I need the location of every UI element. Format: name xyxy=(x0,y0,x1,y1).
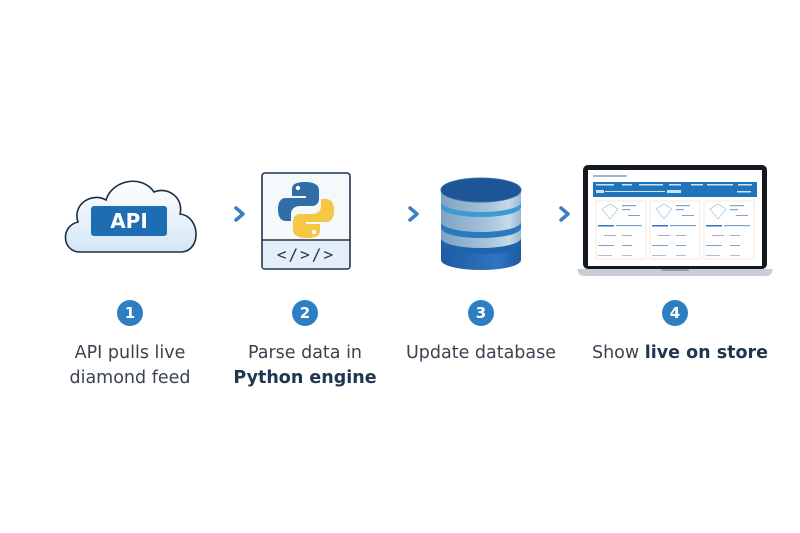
caption-line: Update database xyxy=(405,343,557,363)
caption-line: Parse data in xyxy=(247,343,363,363)
api-label: API xyxy=(110,209,148,233)
laptop-store-icon xyxy=(577,165,773,276)
flow-arrow xyxy=(360,206,419,222)
step-number-badge: 2 xyxy=(292,300,318,326)
step-2-caption: Parse data in Python engine xyxy=(205,341,405,391)
flow-arrow xyxy=(200,206,245,222)
step-3-caption: Update database xyxy=(381,341,581,366)
cloud-api-icon: API xyxy=(64,180,197,253)
step-number-badge: 4 xyxy=(662,300,688,326)
python-logo-icon xyxy=(278,182,334,238)
code-tag-label: </>/> xyxy=(277,245,335,264)
step-number-badge: 1 xyxy=(117,300,143,326)
caption-line: API pulls live xyxy=(74,343,186,363)
step-1-caption: API pulls live diamond feed xyxy=(30,341,230,391)
caption-line: diamond feed xyxy=(69,368,191,388)
step-4-caption: Show live on store xyxy=(575,341,785,366)
caption-plain-text: Show xyxy=(591,343,645,363)
python-code-icon: </>/> xyxy=(261,172,351,270)
step-number-badge: 3 xyxy=(468,300,494,326)
flow-arrow xyxy=(527,206,570,222)
product-cards xyxy=(595,200,755,260)
caption-bold-text: live on store xyxy=(644,343,769,363)
database-icon xyxy=(440,177,522,270)
caption-bold-text: Python engine xyxy=(233,368,377,388)
